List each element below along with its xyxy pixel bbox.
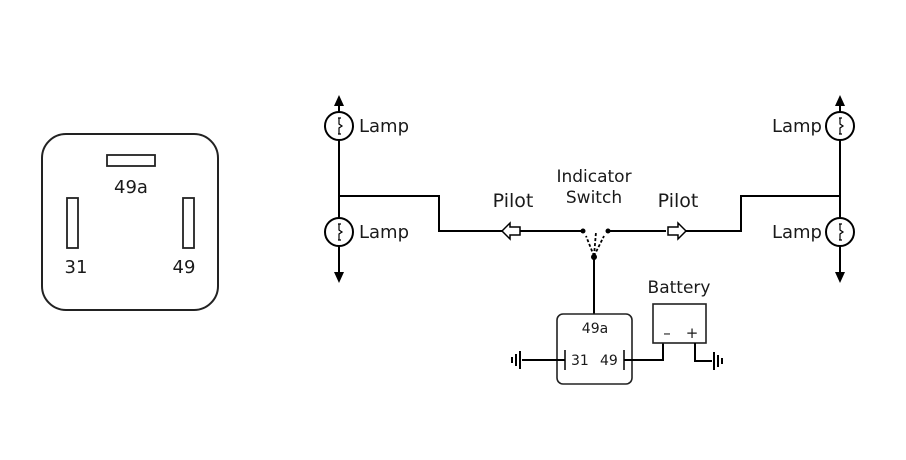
battery-icon: Battery – + <box>648 278 711 344</box>
relay-icon: 49a 31 49 <box>556 313 633 385</box>
lamp-icon <box>825 111 855 141</box>
battery-minus: – <box>663 324 671 342</box>
ground-icon <box>511 351 565 369</box>
indicator-switch: Indicator Switch <box>556 167 632 314</box>
lamp-icon <box>324 111 354 141</box>
pin-label-31: 31 <box>65 257 88 278</box>
relay-pinout: 49a 31 49 <box>41 133 219 311</box>
pilot-label-left: Pilot <box>493 190 534 212</box>
pin-label-49: 49 <box>173 257 196 278</box>
arrow-up-icon <box>835 95 845 106</box>
battery-plus: + <box>686 324 699 342</box>
relay-to-battery-wire <box>624 343 664 361</box>
relay-pin-49a: 49a <box>582 321 608 337</box>
lamp-icon <box>324 217 354 247</box>
pin-31-slot <box>66 197 79 249</box>
relay-body <box>41 133 219 311</box>
pin-49a-slot <box>106 154 156 167</box>
pilot-wires: Pilot Pilot <box>339 190 840 241</box>
left-lamp-column: Lamp Lamp <box>324 95 409 283</box>
relay-pin-31: 31 <box>571 353 589 369</box>
lamp-label-top-right: Lamp <box>772 116 822 137</box>
lamp-label-bottom-right: Lamp <box>772 222 822 243</box>
pin-label-49a: 49a <box>114 177 148 198</box>
arrow-down-icon <box>835 272 845 283</box>
arrow-icon <box>500 221 521 241</box>
pilot-label-right: Pilot <box>658 190 699 212</box>
right-lamp-column: Lamp Lamp <box>772 95 855 283</box>
relay-pin-49: 49 <box>600 353 618 369</box>
arrow-icon <box>667 221 688 241</box>
arrow-down-icon <box>334 272 344 283</box>
arrow-up-icon <box>334 95 344 106</box>
battery-label: Battery <box>648 278 711 298</box>
lamp-icon <box>825 217 855 247</box>
lamp-label-top-left: Lamp <box>359 116 409 137</box>
lamp-label-bottom-left: Lamp <box>359 222 409 243</box>
pin-49-slot <box>182 197 195 249</box>
switch-label-line2: Switch <box>566 188 622 208</box>
ground-icon <box>694 343 723 370</box>
switch-label-line1: Indicator <box>556 167 631 187</box>
switch-lever <box>585 231 605 257</box>
